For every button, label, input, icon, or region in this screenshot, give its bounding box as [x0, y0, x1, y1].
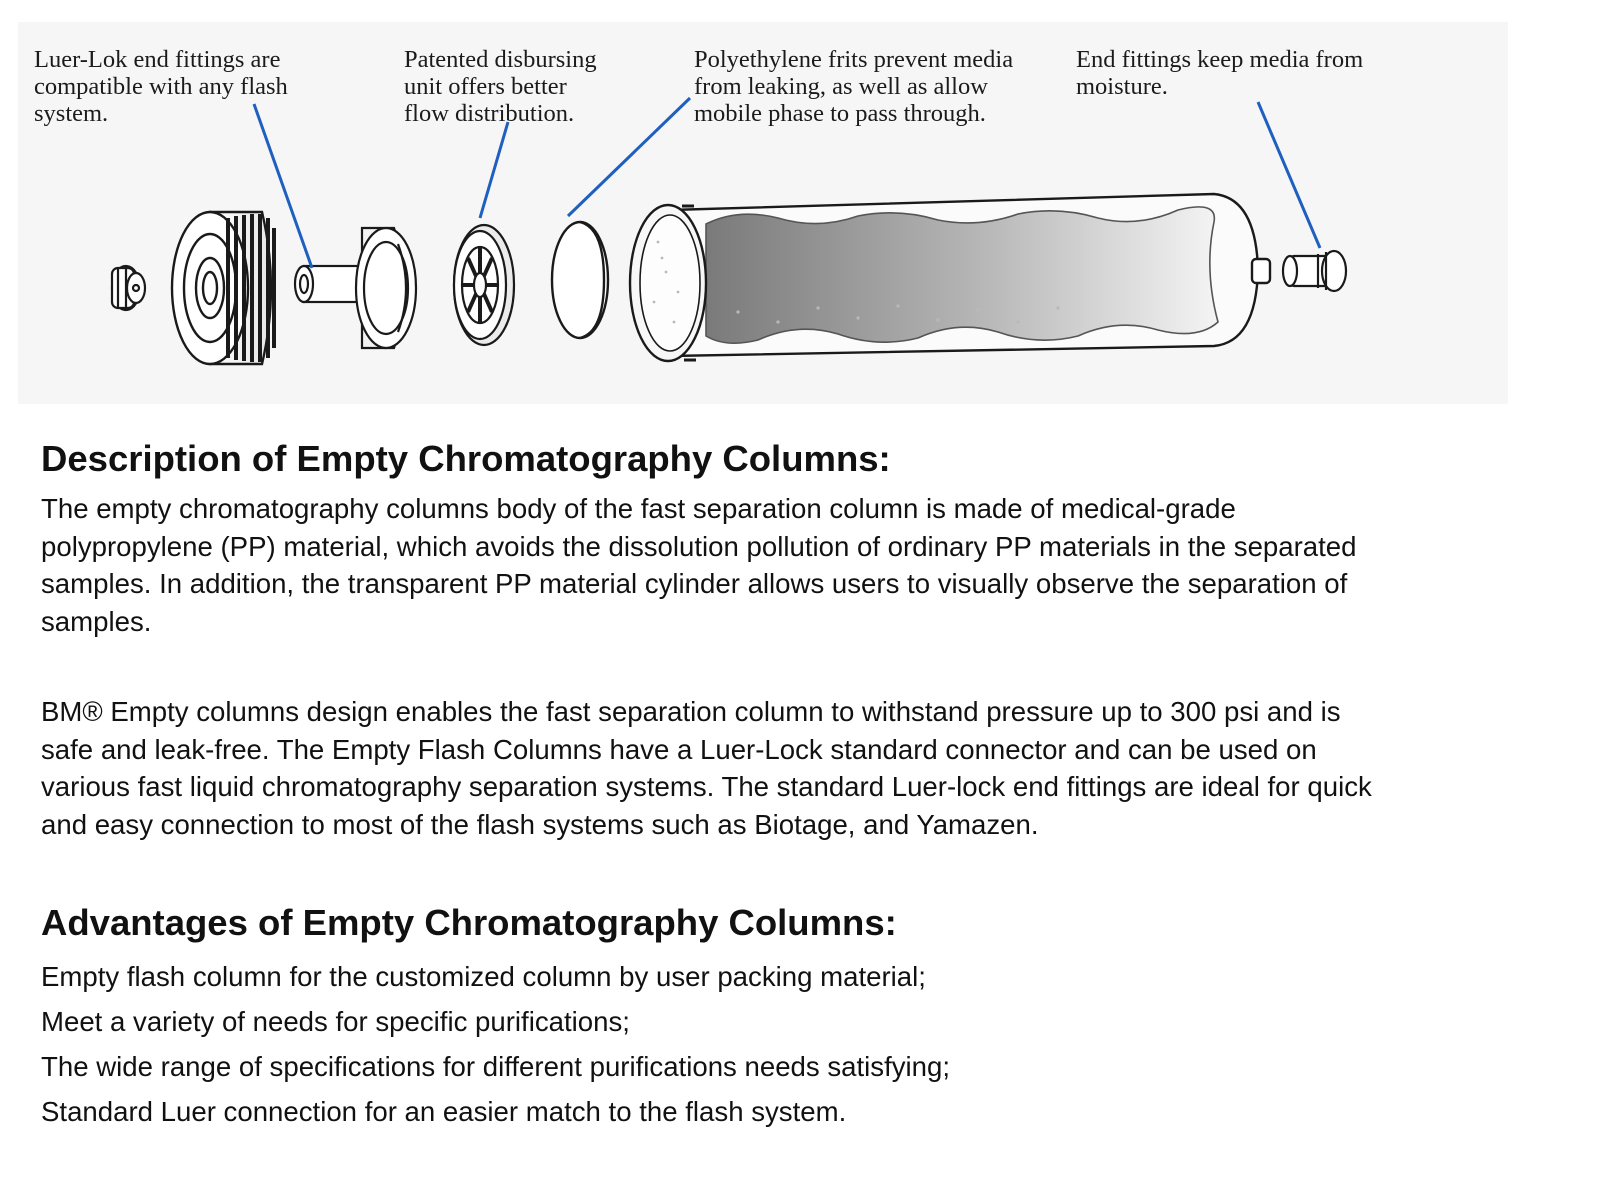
paragraph-line: samples. In addition, the transparent PP…: [41, 568, 1348, 600]
description-paragraph-1: The empty chromatography columns body of…: [41, 490, 1601, 640]
paragraph-line: and easy connection to most of the flash…: [41, 808, 1039, 840]
description-paragraph-2: BM® Empty columns design enables the fas…: [41, 693, 1601, 843]
leader-line-luer-lok: [252, 103, 314, 269]
knurled-cap: [170, 210, 276, 366]
frit-disc: [550, 220, 610, 340]
column-parts-illustration: [110, 96, 1348, 366]
advantages-title: Advantages of Empty Chromatography Colum…: [41, 902, 897, 943]
paragraph-line: various fast liquid chromatography separ…: [41, 771, 1372, 803]
paragraph-line: safe and leak-free. The Empty Flash Colu…: [41, 733, 1317, 765]
leader-line-frits: [566, 96, 692, 218]
advantage-item: Standard Luer connection for an easier m…: [41, 1096, 847, 1127]
description-title: Description of Empty Chromatography Colu…: [41, 438, 891, 479]
paragraph-line: The empty chromatography columns body of…: [41, 493, 1236, 524]
advantage-item: Meet a variety of needs for specific pur…: [41, 1006, 630, 1037]
leader-lines: [252, 96, 1322, 269]
paragraph-line: samples.: [41, 605, 152, 637]
leader-line-disbursing: [478, 121, 510, 219]
paragraph-line: BM® Empty columns design enables the fas…: [41, 696, 1341, 727]
small-end-cap-left: [110, 264, 147, 312]
callout-disbursing-unit: Patented disbursing unit offers better f…: [404, 46, 597, 127]
callout-polyethylene-frits: Polyethylene frits prevent media from le…: [694, 46, 1014, 127]
paragraph-line: polypropylene (PP) material, which avoid…: [41, 530, 1357, 562]
distribution-disc: [452, 223, 516, 347]
advantage-item: Empty flash column for the customized co…: [41, 961, 926, 992]
column-body: [628, 192, 1272, 363]
callout-luer-lok-fittings: Luer-Lok end fittings are compatible wit…: [34, 46, 288, 127]
callout-end-fittings: End fittings keep media from moisture.: [1076, 46, 1364, 100]
leader-line-end-fittings: [1256, 101, 1322, 249]
small-end-fitting-right: [1281, 249, 1348, 293]
column-diagram: Luer-Lok end fittings are compatible wit…: [18, 22, 1508, 404]
luer-connector: [293, 226, 418, 350]
advantage-item: The wide range of specifications for dif…: [41, 1051, 951, 1082]
advantages-list: Empty flash column for the customized co…: [41, 954, 950, 1134]
